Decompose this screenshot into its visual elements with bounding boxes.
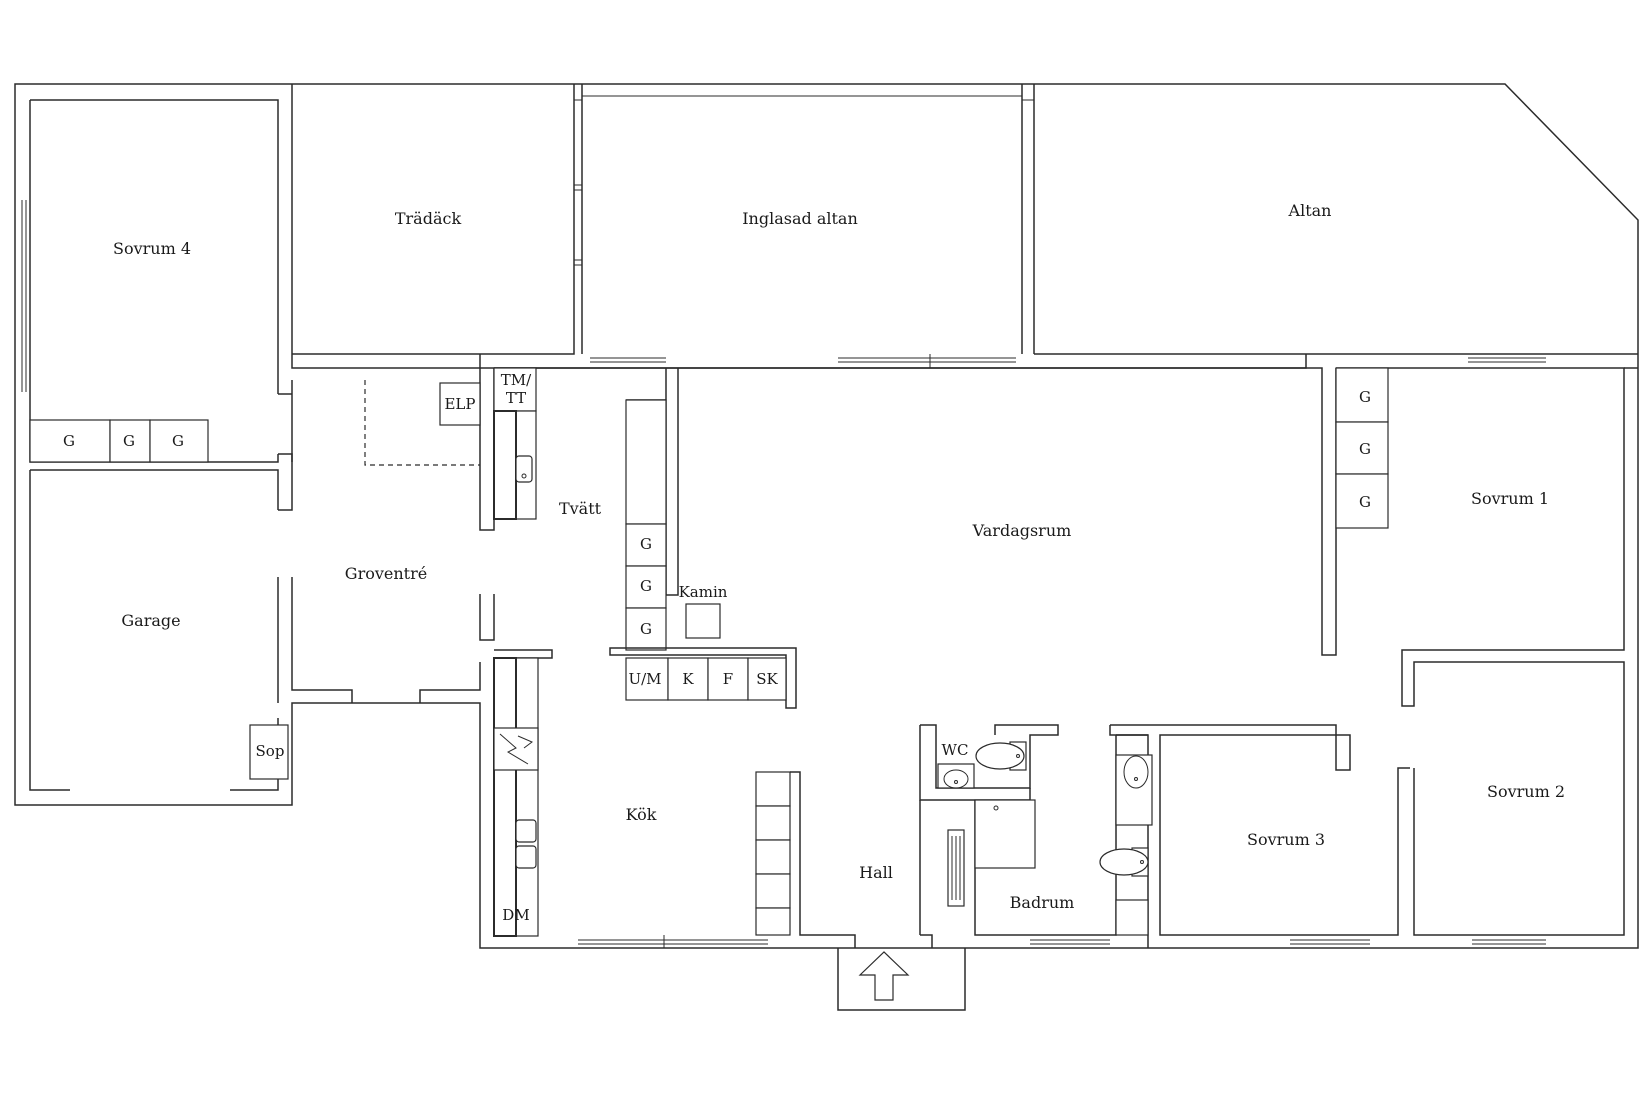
label-g-wardrobe: G xyxy=(1359,440,1371,458)
label-kok: Kök xyxy=(626,805,657,824)
room-labels: Sovrum 4 Trädäck Inglasad altan Altan Ga… xyxy=(113,201,1565,912)
entrance-arrow-icon xyxy=(858,951,910,1001)
label-sovrum4: Sovrum 4 xyxy=(113,239,191,258)
label-groventre: Groventré xyxy=(345,564,427,583)
label-f: F xyxy=(723,670,733,688)
label-g-wardrobe: G xyxy=(640,620,652,638)
label-sop: Sop xyxy=(256,742,285,760)
toilet-icon xyxy=(975,741,1027,771)
label-tradack: Trädäck xyxy=(395,209,462,228)
label-inglasad-altan: Inglasad altan xyxy=(742,209,858,228)
label-altan: Altan xyxy=(1288,201,1332,220)
label-g-wardrobe: G xyxy=(172,432,184,450)
label-sovrum2: Sovrum 2 xyxy=(1487,782,1565,801)
label-g-wardrobe: G xyxy=(640,535,652,553)
label-um: U/M xyxy=(628,670,661,688)
windows xyxy=(21,200,1546,948)
label-tvatt: Tvätt xyxy=(559,499,602,518)
label-g-wardrobe: G xyxy=(1359,388,1371,406)
label-g-wardrobe: G xyxy=(1359,493,1371,511)
label-g-wardrobe: G xyxy=(640,577,652,595)
closet-outline xyxy=(364,380,480,466)
label-sovrum3: Sovrum 3 xyxy=(1247,830,1325,849)
label-tmtt-line1: TM/ xyxy=(501,371,532,389)
label-sovrum1: Sovrum 1 xyxy=(1471,489,1549,508)
sink-icon xyxy=(515,455,533,483)
label-k: K xyxy=(682,670,694,688)
fixture-labels: ELP TM/ TT DM U/M K F SK G G G G G G G G… xyxy=(63,371,1371,924)
sink-icon xyxy=(515,819,537,869)
stove-icon xyxy=(493,727,539,771)
label-g-wardrobe: G xyxy=(123,432,135,450)
label-kamin: Kamin xyxy=(679,583,728,601)
label-badrum: Badrum xyxy=(1010,893,1075,912)
label-g-wardrobe: G xyxy=(63,432,75,450)
label-hall: Hall xyxy=(859,863,893,882)
fixtures xyxy=(29,367,1389,1011)
label-garage: Garage xyxy=(121,611,180,630)
deck-partitions xyxy=(292,84,1638,355)
sink-icon xyxy=(937,763,975,789)
toilet-icon xyxy=(1099,847,1149,877)
radiator-icon xyxy=(947,829,965,907)
outer-walls xyxy=(14,83,1639,949)
kamin-box xyxy=(685,603,721,639)
label-vardagsrum: Vardagsrum xyxy=(972,521,1072,540)
sink-icon xyxy=(1115,754,1153,826)
label-tmtt-line2: TT xyxy=(506,389,526,407)
label-wc: WC xyxy=(942,741,969,759)
label-sk: SK xyxy=(756,670,778,688)
label-dm: DM xyxy=(502,906,529,924)
label-elp: ELP xyxy=(444,395,475,413)
